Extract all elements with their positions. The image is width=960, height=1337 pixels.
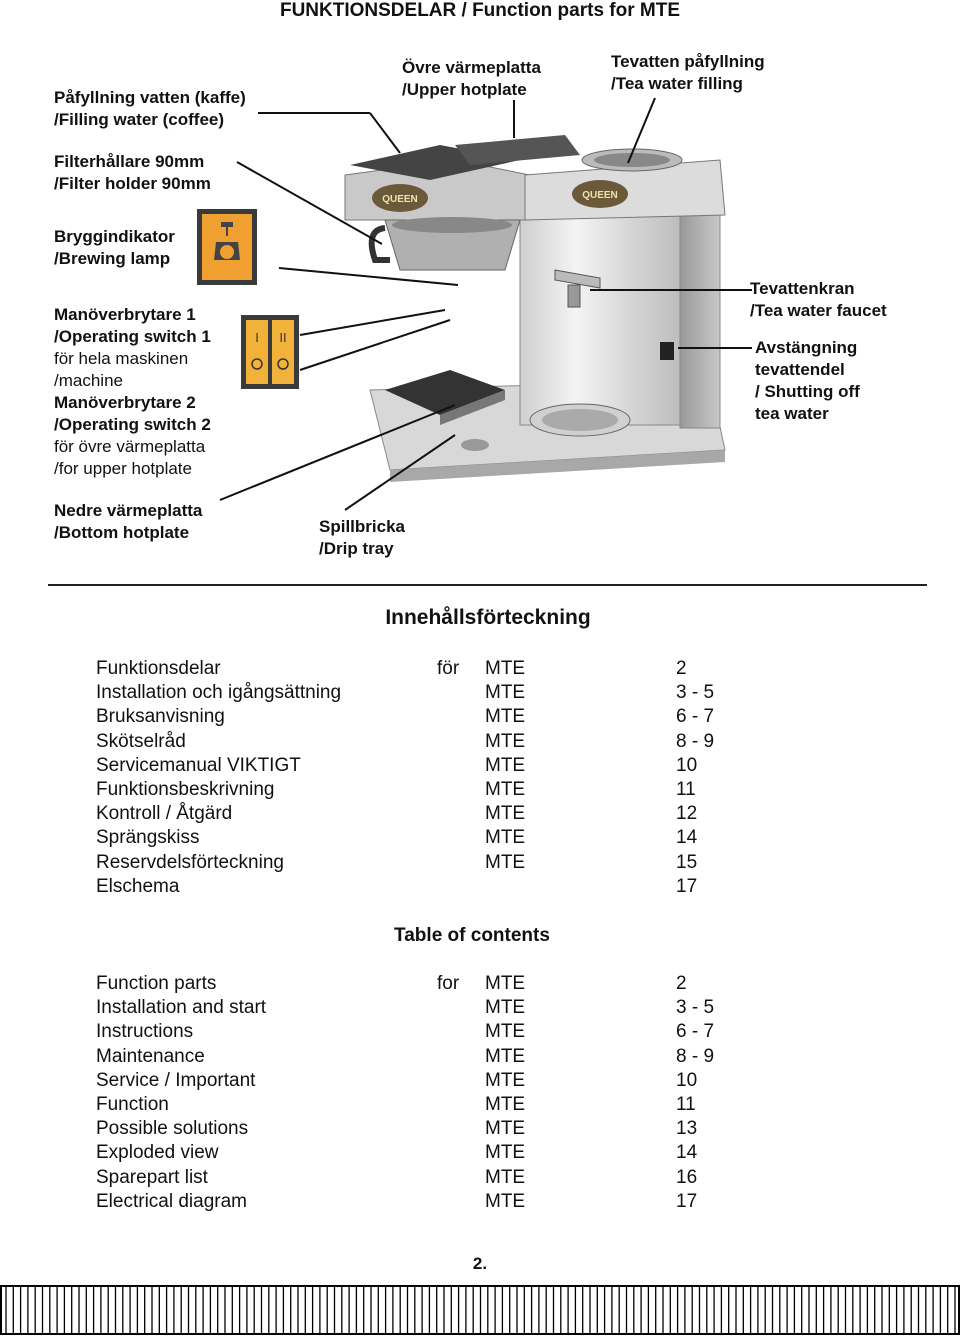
footer-stripe-band xyxy=(0,1285,960,1335)
label-bottom-hotplate: Nedre värmeplatta /Bottom hotplate xyxy=(54,501,203,542)
label-tea-filling: Tevatten påfyllning /Tea water filling xyxy=(611,52,765,93)
operating-switch-icon: I II xyxy=(241,315,299,389)
toc-en-heading: Table of contents xyxy=(394,925,550,946)
label-shutting-off: Avstängning tevattendel / Shutting off t… xyxy=(755,338,860,423)
switch-mark-1: I xyxy=(255,330,259,345)
page-number: 2. xyxy=(472,1254,488,1273)
label-filter-holder: Filterhållare 90mm /Filter holder 90mm xyxy=(54,152,211,193)
label-drip-tray: Spillbricka /Drip tray xyxy=(319,517,405,558)
label-brewing-lamp: Bryggindikator /Brewing lamp xyxy=(54,227,175,268)
brand-logo-left: QUEEN xyxy=(382,194,418,205)
label-filling-water: Påfyllning vatten (kaffe) /Filling water… xyxy=(54,88,246,129)
toc-sv-heading: Innehållsförteckning xyxy=(385,606,591,629)
brand-logo-right: QUEEN xyxy=(582,190,618,201)
label-tea-faucet: Tevattenkran /Tea water faucet xyxy=(750,279,887,320)
label-operating-switches: Manöverbrytare 1 /Operating switch 1 för… xyxy=(54,305,211,478)
brewing-lamp-icon xyxy=(197,209,257,285)
page-title: FUNKTIONSDELAR / Function parts for MTE xyxy=(279,0,681,21)
switch-mark-2: II xyxy=(279,330,286,345)
label-upper-hotplate: Övre värmeplatta /Upper hotplate xyxy=(402,58,541,99)
leader-lines xyxy=(219,97,752,511)
section-divider xyxy=(48,584,927,586)
coffee-machine-illustration: QUEEN QUEEN xyxy=(344,135,726,482)
